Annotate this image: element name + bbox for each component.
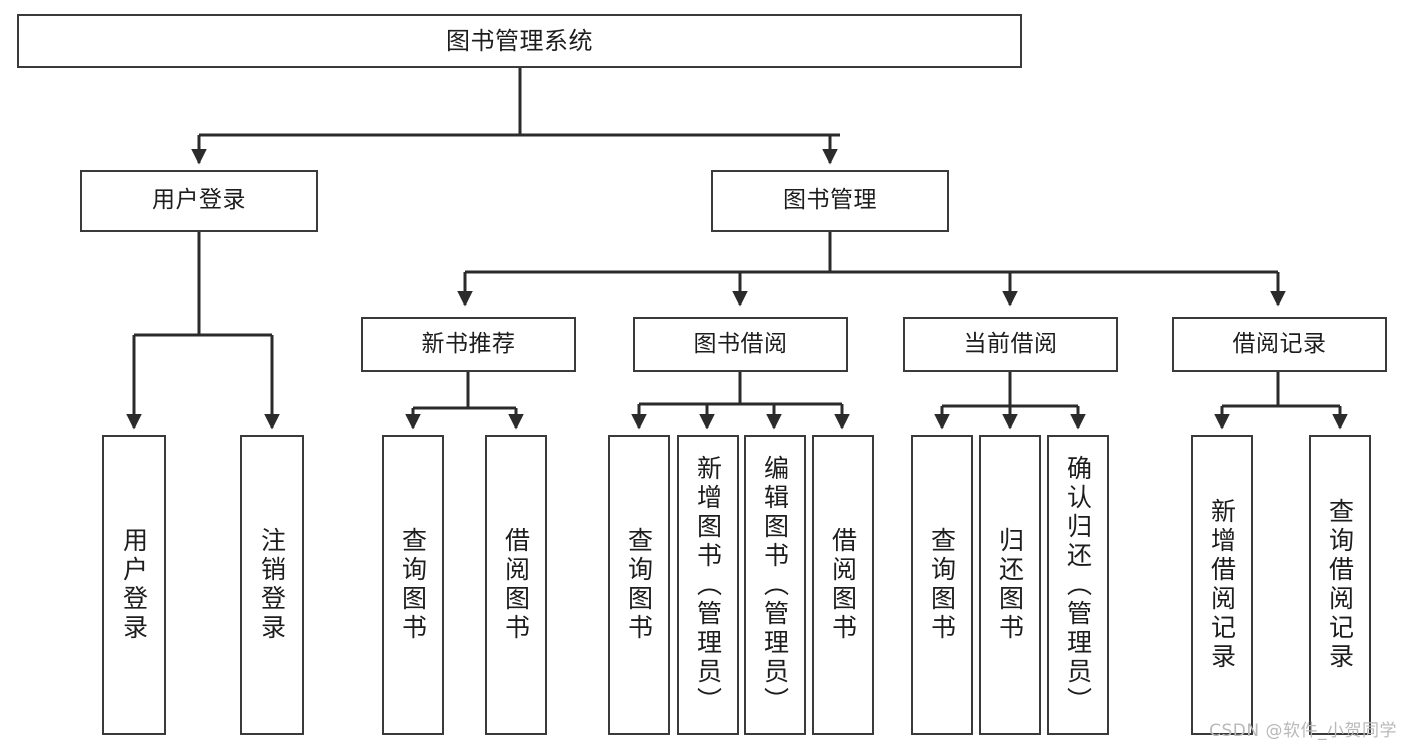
node-label: 新增借阅记录 (1207, 498, 1237, 672)
node-label: 用户登录 (152, 187, 246, 214)
node-label: 新书推荐 (421, 330, 516, 357)
node-leaf-borrow-book-2[interactable]: 借阅图书 (812, 435, 874, 735)
watermark-text: CSDN @软件_小贺同学 (1209, 721, 1397, 741)
node-leaf-add-book[interactable]: 新增图书（管理员） (677, 435, 739, 735)
node-leaf-query-book-3[interactable]: 查询图书 (911, 435, 973, 735)
node-borrow-record[interactable]: 借阅记录 (1172, 317, 1387, 372)
node-label: 注销登录 (257, 527, 287, 643)
node-root-system[interactable]: 图书管理系统 (17, 14, 1022, 68)
node-leaf-user-login[interactable]: 用户登录 (102, 435, 166, 735)
node-label: 编辑图书（管理员） (760, 454, 790, 716)
node-label: 图书借阅 (693, 330, 788, 357)
node-leaf-query-record[interactable]: 查询借阅记录 (1309, 435, 1371, 735)
node-leaf-query-book-1[interactable]: 查询图书 (382, 435, 444, 735)
node-label: 查询图书 (927, 527, 957, 643)
node-label: 借阅记录 (1232, 330, 1327, 357)
node-book-manage[interactable]: 图书管理 (711, 170, 949, 232)
node-leaf-return-book[interactable]: 归还图书 (979, 435, 1041, 735)
node-label: 查询图书 (624, 527, 654, 643)
node-user-login[interactable]: 用户登录 (80, 170, 318, 232)
node-leaf-edit-book[interactable]: 编辑图书（管理员） (744, 435, 806, 735)
node-label: 借阅图书 (828, 527, 858, 643)
node-book-borrow[interactable]: 图书借阅 (633, 317, 848, 372)
node-new-book-recommend[interactable]: 新书推荐 (361, 317, 576, 372)
node-leaf-add-record[interactable]: 新增借阅记录 (1191, 435, 1253, 735)
node-label: 当前借阅 (963, 330, 1058, 357)
node-label: 查询借阅记录 (1325, 498, 1355, 672)
node-label: 借阅图书 (501, 527, 531, 643)
node-label: 确认归还（管理员） (1063, 454, 1093, 716)
node-leaf-borrow-book-1[interactable]: 借阅图书 (485, 435, 547, 735)
node-label: 归还图书 (995, 527, 1025, 643)
node-label: 图书管理 (783, 187, 877, 214)
node-label: 查询图书 (398, 527, 428, 643)
node-leaf-query-book-2[interactable]: 查询图书 (608, 435, 670, 735)
node-current-borrow[interactable]: 当前借阅 (903, 317, 1118, 372)
node-leaf-confirm-return[interactable]: 确认归还（管理员） (1047, 435, 1109, 735)
node-label: 用户登录 (119, 527, 149, 643)
node-label: 图书管理系统 (446, 26, 593, 55)
node-label: 新增图书（管理员） (693, 454, 723, 716)
node-leaf-user-logout[interactable]: 注销登录 (240, 435, 304, 735)
